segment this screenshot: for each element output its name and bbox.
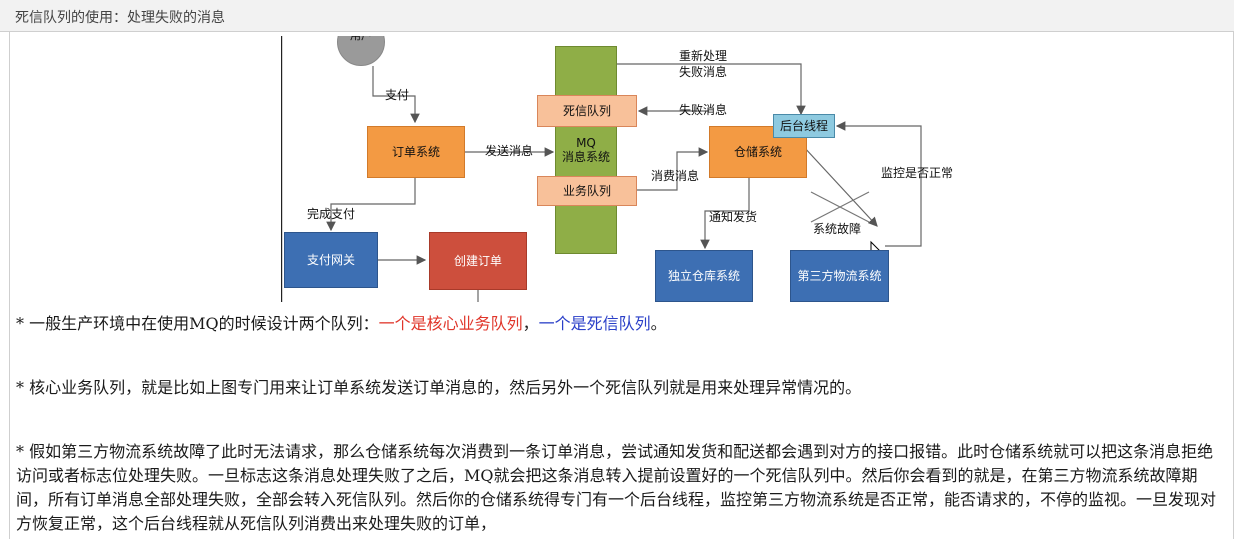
node-order-system-label: 订单系统 xyxy=(391,145,440,159)
node-payment-gateway: 支付网关 xyxy=(284,232,378,288)
node-background-thread-label: 后台线程 xyxy=(779,119,828,133)
edge-label-notify-shipping: 通知发货 xyxy=(709,210,758,224)
node-third-party-logistics: 第三方物流系统 xyxy=(790,250,889,302)
edge-pay xyxy=(372,66,420,124)
node-payment-gateway-label: 支付网关 xyxy=(306,253,355,267)
edge-label-pay: 支付 xyxy=(385,88,410,102)
node-mq: MQ 消息系统 xyxy=(555,46,617,254)
edge-label-monitor-normal: 监控是否正常 xyxy=(881,166,954,180)
paragraph-two-queues-separator: ， xyxy=(522,314,539,333)
node-business-queue: 业务队列 xyxy=(537,176,637,206)
node-warehouse-system-label: 仓储系统 xyxy=(733,145,782,159)
node-business-queue-label: 业务队列 xyxy=(562,184,611,198)
window-titlebar: 死信队列的使用：处理失败的消息 xyxy=(0,0,1234,32)
paragraph-core-queue: * 核心业务队列，就是比如上图专门用来让订单系统发送订单消息的，然后另外一个死信… xyxy=(16,378,862,397)
node-background-thread: 后台线程 xyxy=(773,114,835,138)
failure-cross-b xyxy=(810,191,870,223)
edge-consume-message xyxy=(637,147,709,191)
highlight-dead-letter-queue: 一个是死信队列 xyxy=(538,314,651,333)
architecture-diagram: 用户 订单系统 MQ 消息系统 死信队列 业务队列 仓储系统 后台线程 支付网关… xyxy=(281,36,961,302)
node-user-label: 用户 xyxy=(350,36,372,43)
edge-label-reprocess-2: 失败消息 xyxy=(679,65,728,79)
node-dead-letter-queue: 死信队列 xyxy=(537,95,637,127)
paragraph-two-queues-prefix: * 一般生产环境中在使用MQ的时候设计两个队列： xyxy=(16,314,379,333)
paragraph-two-queues: * 一般生产环境中在使用MQ的时候设计两个队列：一个是核心业务队列，一个是死信队… xyxy=(16,312,1228,336)
edge-to-logistics xyxy=(802,145,878,227)
edge-monitor xyxy=(835,121,922,247)
node-order-system: 订单系统 xyxy=(367,126,465,178)
node-independent-warehouse: 独立仓库系统 xyxy=(655,250,753,302)
diagram-connectors xyxy=(281,36,922,302)
paragraph-failure-scenario: * 假如第三方物流系统故障了此时无法请求，那么仓储系统每次消费到一条订单消息，尝… xyxy=(16,442,1217,533)
edge-label-complete-payment: 完成支付 xyxy=(307,207,356,221)
node-dead-letter-queue-label: 死信队列 xyxy=(562,104,611,118)
edge-complete-payment xyxy=(326,178,416,232)
edge-notify-shipping xyxy=(700,178,750,250)
edge-label-send-message: 发送消息 xyxy=(485,144,534,158)
node-create-order: 创建订单 xyxy=(429,232,527,290)
paragraph-two-queues-suffix: 。 xyxy=(650,314,667,333)
node-mq-label: MQ 消息系统 xyxy=(561,136,610,164)
node-warehouse-system: 仓储系统 xyxy=(709,126,807,178)
edge-label-system-failure: 系统故障 xyxy=(813,222,862,236)
node-third-party-logistics-label: 第三方物流系统 xyxy=(797,269,882,283)
highlight-core-business-queue: 一个是核心业务队列 xyxy=(378,314,523,333)
node-independent-warehouse-label: 独立仓库系统 xyxy=(667,269,740,283)
edge-label-reprocess-1: 重新处理 xyxy=(679,49,728,63)
edge-label-consume-message: 消费消息 xyxy=(651,169,700,183)
window-title: 死信队列的使用：处理失败的消息 xyxy=(15,10,225,26)
node-create-order-label: 创建订单 xyxy=(453,254,502,268)
edge-label-failed-message: 失败消息 xyxy=(679,103,728,117)
frame-border-left xyxy=(9,32,10,539)
